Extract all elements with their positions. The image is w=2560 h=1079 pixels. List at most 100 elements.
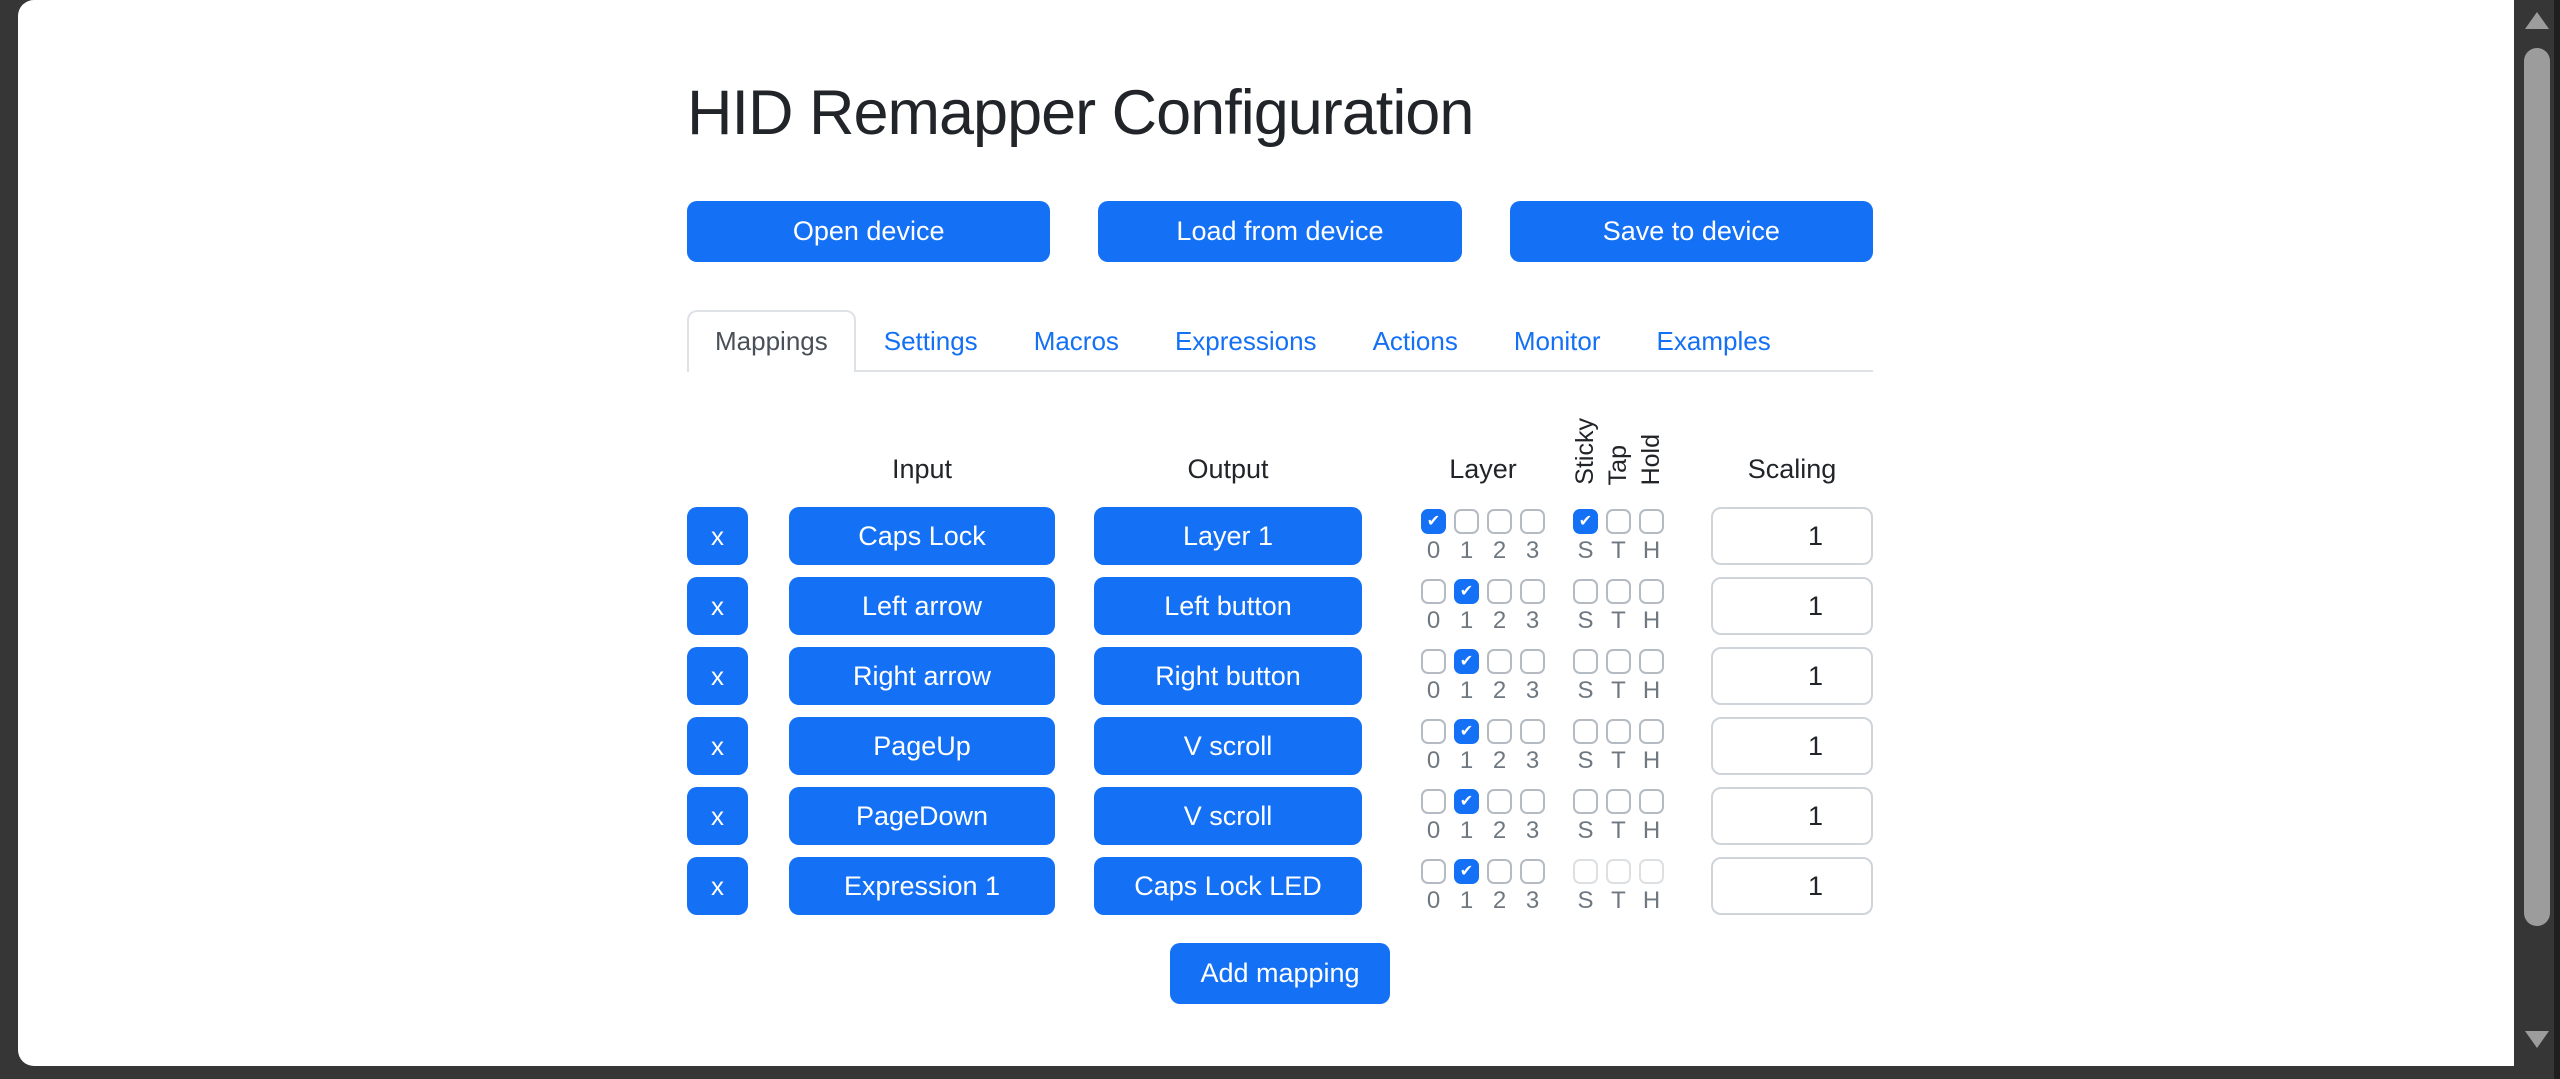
output-select-button[interactable]: Right button xyxy=(1094,647,1362,705)
sticky-checkbox[interactable] xyxy=(1573,649,1598,674)
layer-2-checkbox[interactable] xyxy=(1487,859,1512,884)
scaling-input[interactable] xyxy=(1711,857,1873,915)
layer-3-checkbox[interactable] xyxy=(1520,509,1545,534)
tab-macros[interactable]: Macros xyxy=(1006,310,1147,370)
tab-monitor[interactable]: Monitor xyxy=(1486,310,1629,370)
input-select-button[interactable]: Expression 1 xyxy=(789,857,1055,915)
layer-1-label: 1 xyxy=(1459,537,1474,564)
input-select-button[interactable]: PageDown xyxy=(789,787,1055,845)
output-select-button[interactable]: Layer 1 xyxy=(1094,507,1362,565)
layer-0-checkbox[interactable] xyxy=(1421,859,1446,884)
layer-1-checkbox[interactable] xyxy=(1454,859,1479,884)
layer-0-checkbox[interactable] xyxy=(1421,649,1446,674)
hold-checkbox[interactable] xyxy=(1639,649,1664,674)
input-select-button[interactable]: PageUp xyxy=(789,717,1055,775)
input-select-button[interactable]: Caps Lock xyxy=(789,507,1055,565)
layer-2-checkbox[interactable] xyxy=(1487,719,1512,744)
remove-mapping-button[interactable]: x xyxy=(687,857,748,915)
hold-checkbox[interactable] xyxy=(1639,719,1664,744)
scaling-input[interactable] xyxy=(1711,507,1873,565)
layer-1-label: 1 xyxy=(1459,677,1474,704)
layer-2-label: 2 xyxy=(1492,677,1507,704)
remove-mapping-button[interactable]: x xyxy=(687,647,748,705)
scaling-input[interactable] xyxy=(1711,787,1873,845)
remove-mapping-button[interactable]: x xyxy=(687,787,748,845)
hold-checkbox[interactable] xyxy=(1639,859,1664,884)
layer-0-checkbox[interactable] xyxy=(1421,789,1446,814)
scaling-input[interactable] xyxy=(1711,717,1873,775)
layer-3-checkbox[interactable] xyxy=(1520,579,1545,604)
tap-checkbox[interactable] xyxy=(1606,579,1631,604)
vertical-scrollbar[interactable] xyxy=(2514,0,2560,1079)
sticky-label: S xyxy=(1577,747,1594,774)
layer-1-checkbox[interactable] xyxy=(1454,579,1479,604)
layer-3-checkbox[interactable] xyxy=(1520,719,1545,744)
layer-3-label: 3 xyxy=(1525,677,1540,704)
layer-3-checkbox[interactable] xyxy=(1520,859,1545,884)
hold-checkbox[interactable] xyxy=(1639,509,1664,534)
layer-3-label: 3 xyxy=(1525,817,1540,844)
scrollbar-thumb[interactable] xyxy=(2524,48,2550,926)
output-select-button[interactable]: Left button xyxy=(1094,577,1362,635)
flags-checkbox-group: STH xyxy=(1573,507,1667,565)
layer-1-checkbox[interactable] xyxy=(1454,719,1479,744)
layer-1-checkbox[interactable] xyxy=(1454,649,1479,674)
header-scaling: Scaling xyxy=(1747,454,1837,484)
add-mapping-row: Add mapping xyxy=(687,943,1873,1004)
output-select-button[interactable]: Caps Lock LED xyxy=(1094,857,1362,915)
tab-settings[interactable]: Settings xyxy=(856,310,1006,370)
sticky-checkbox[interactable] xyxy=(1573,509,1598,534)
tab-expressions[interactable]: Expressions xyxy=(1147,310,1345,370)
layer-1-checkbox[interactable] xyxy=(1454,509,1479,534)
layer-0-checkbox[interactable] xyxy=(1421,579,1446,604)
open-device-button[interactable]: Open device xyxy=(687,201,1051,262)
remove-mapping-button[interactable]: x xyxy=(687,577,748,635)
layer-1-checkbox[interactable] xyxy=(1454,789,1479,814)
remove-mapping-button[interactable]: x xyxy=(687,717,748,775)
tap-checkbox[interactable] xyxy=(1606,789,1631,814)
scaling-input[interactable] xyxy=(1711,577,1873,635)
remove-mapping-button[interactable]: x xyxy=(687,507,748,565)
sticky-label: S xyxy=(1577,817,1594,844)
hold-checkbox[interactable] xyxy=(1639,579,1664,604)
scroll-down-arrow-icon[interactable] xyxy=(2525,1031,2549,1048)
layer-0-checkbox[interactable] xyxy=(1421,719,1446,744)
layer-3-checkbox[interactable] xyxy=(1520,789,1545,814)
tab-examples[interactable]: Examples xyxy=(1629,310,1799,370)
add-mapping-button[interactable]: Add mapping xyxy=(1170,943,1390,1004)
layer-2-checkbox[interactable] xyxy=(1487,649,1512,674)
output-select-button[interactable]: V scroll xyxy=(1094,717,1362,775)
scroll-up-arrow-icon[interactable] xyxy=(2525,12,2549,29)
layer-0-checkbox[interactable] xyxy=(1421,509,1446,534)
input-select-button[interactable]: Left arrow xyxy=(789,577,1055,635)
sticky-checkbox[interactable] xyxy=(1573,859,1598,884)
layer-2-checkbox[interactable] xyxy=(1487,789,1512,814)
header-input: Input xyxy=(891,454,953,484)
layer-2-checkbox[interactable] xyxy=(1487,509,1512,534)
scaling-input[interactable] xyxy=(1711,647,1873,705)
layer-2-checkbox[interactable] xyxy=(1487,579,1512,604)
layer-3-label: 3 xyxy=(1525,747,1540,774)
tab-mappings[interactable]: Mappings xyxy=(687,310,856,372)
sticky-label: S xyxy=(1577,887,1594,914)
layer-3-label: 3 xyxy=(1525,537,1540,564)
save-to-device-button[interactable]: Save to device xyxy=(1509,201,1873,262)
tap-checkbox[interactable] xyxy=(1606,649,1631,674)
tap-label: T xyxy=(1611,887,1626,914)
tap-checkbox[interactable] xyxy=(1606,859,1631,884)
output-select-button[interactable]: V scroll xyxy=(1094,787,1362,845)
hold-checkbox[interactable] xyxy=(1639,789,1664,814)
tap-checkbox[interactable] xyxy=(1606,719,1631,744)
tap-checkbox[interactable] xyxy=(1606,509,1631,534)
sticky-checkbox[interactable] xyxy=(1573,789,1598,814)
sticky-checkbox[interactable] xyxy=(1573,719,1598,744)
load-from-device-button[interactable]: Load from device xyxy=(1098,201,1462,262)
layer-2-label: 2 xyxy=(1492,747,1507,774)
sticky-checkbox[interactable] xyxy=(1573,579,1598,604)
layer-3-checkbox[interactable] xyxy=(1520,649,1545,674)
tab-actions[interactable]: Actions xyxy=(1345,310,1486,370)
input-select-button[interactable]: Right arrow xyxy=(789,647,1055,705)
